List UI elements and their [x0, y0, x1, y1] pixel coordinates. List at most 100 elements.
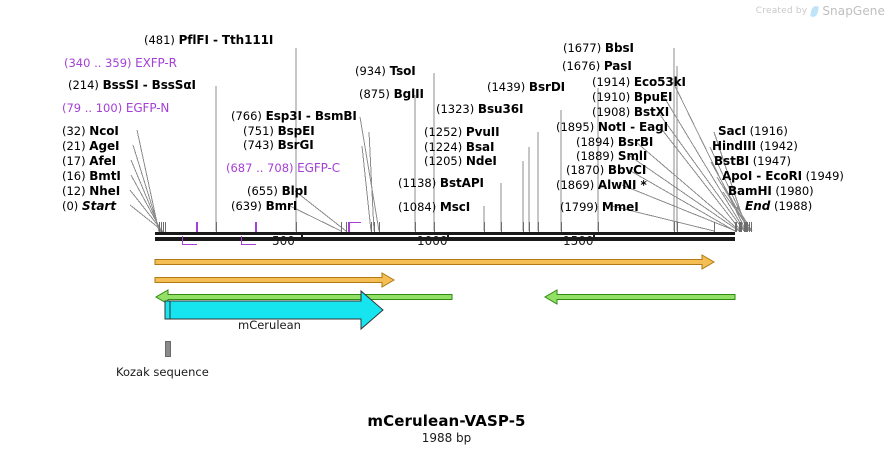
- site-label-bsu36i[interactable]: (1323) Bsu36I: [436, 103, 523, 116]
- feature-arrow-2: [154, 272, 395, 288]
- site-position: (16): [62, 169, 86, 183]
- site-name: NcoI: [89, 124, 119, 138]
- site-label-smli[interactable]: (1889) SmlI: [576, 150, 647, 163]
- site-position: (875): [359, 87, 390, 101]
- site-position: (1677): [563, 41, 602, 55]
- site-label-bstbi[interactable]: BstBI (1947): [714, 155, 791, 168]
- site-name: EGFP-N: [125, 101, 170, 115]
- site-position: (1889): [576, 149, 615, 163]
- snapgene-credit: Created by SnapGene: [756, 4, 885, 18]
- site-label-tsoi[interactable]: (934) TsoI: [355, 65, 416, 78]
- site-label-pasi[interactable]: (1676) PasI: [562, 60, 632, 73]
- site-label-bglii[interactable]: (875) BglII: [359, 88, 424, 101]
- site-label-egfp-c[interactable]: (687 .. 708) EGFP-C: [226, 162, 340, 175]
- site-label-pvuii[interactable]: (1252) PvuII: [424, 126, 500, 139]
- site-label-ndei[interactable]: (1205) NdeI: [424, 155, 497, 168]
- site-label-bmri[interactable]: (639) BmrI: [231, 200, 297, 213]
- site-name: BmrI: [265, 199, 298, 213]
- site-label-eco53ki[interactable]: (1914) Eco53kI: [592, 76, 686, 89]
- kozak-label[interactable]: Kozak sequence: [116, 365, 209, 379]
- site-label-bsrdi[interactable]: (1439) BsrDI: [487, 81, 565, 94]
- site-position: (1870): [566, 163, 605, 177]
- site-name: NheI: [89, 184, 121, 198]
- snapgene-brand: SnapGene: [822, 4, 885, 18]
- site-label-bspei[interactable]: (751) BspEI: [243, 125, 315, 138]
- site-name: BstAPI: [439, 176, 484, 190]
- feature-arrows-layer: [154, 254, 736, 331]
- site-label-blpi[interactable]: (655) BlpI: [247, 185, 308, 198]
- sequence-backbone-bottom[interactable]: [155, 237, 735, 241]
- site-name: PflFI - Tth111I: [178, 33, 274, 47]
- feature-arrow-3: [155, 289, 453, 305]
- site-name: Eco53kI: [633, 75, 686, 89]
- site-position: (1988): [774, 199, 813, 213]
- site-position: (21): [62, 139, 86, 153]
- site-label-end[interactable]: End (1988): [745, 200, 812, 213]
- site-label-bsssi[interactable]: (214) BssSI - BssSαI: [68, 79, 196, 92]
- site-position: (79 .. 100): [62, 101, 123, 115]
- ruler-tick-label-500: 500: [272, 234, 295, 248]
- site-label-nhei[interactable]: (12) NheI: [62, 185, 120, 198]
- site-position: (12): [62, 184, 86, 198]
- feature-label-mcerulean[interactable]: mCerulean: [238, 318, 301, 332]
- feature-arrow-1: [154, 254, 715, 270]
- site-name: PasI: [603, 59, 632, 73]
- site-label-alwni[interactable]: (1869) AlwNI *: [556, 179, 647, 192]
- site-tick: [346, 222, 347, 232]
- primer-bracket-exfp-r: [241, 236, 256, 245]
- site-name: BstBI: [714, 154, 750, 168]
- site-label-bsrbi[interactable]: (1894) BsrBI: [576, 136, 653, 149]
- site-label-pflfi[interactable]: (481) PflFI - Tth111I: [144, 34, 273, 47]
- site-label-bpuei[interactable]: (1910) BpuEI: [592, 91, 672, 104]
- site-label-bstxi[interactable]: (1908) BstXI: [592, 106, 669, 119]
- site-label-afei[interactable]: (17) AfeI: [62, 155, 116, 168]
- site-label-exfp-r[interactable]: (340 .. 359) EXFP-R: [64, 57, 177, 70]
- site-name: AgeI: [89, 139, 120, 153]
- site-position: (340 .. 359): [64, 56, 132, 70]
- site-label-saci[interactable]: SacI (1916): [718, 125, 788, 138]
- site-tick: [415, 222, 416, 232]
- ruler-tick-mark: [593, 233, 595, 241]
- ruler-tick-mark: [447, 233, 449, 241]
- site-label-bsai[interactable]: (1224) BsaI: [424, 141, 494, 154]
- site-label-mmei[interactable]: (1799) MmeI: [560, 201, 639, 214]
- site-label-bstapi[interactable]: (1138) BstAPI: [398, 177, 484, 190]
- site-label-apoi[interactable]: ApoI - EcoRI (1949): [722, 170, 844, 183]
- site-label-noti[interactable]: (1895) NotI - EagI: [556, 121, 668, 134]
- site-tick: [561, 222, 562, 232]
- site-name: BamHI: [728, 184, 772, 198]
- site-label-msci[interactable]: (1084) MscI: [398, 201, 470, 214]
- sequence-backbone-top[interactable]: [155, 232, 735, 235]
- site-position: (1084): [398, 200, 437, 214]
- site-label-hindiii[interactable]: HindIII (1942): [712, 140, 798, 153]
- site-label-esp3i[interactable]: (766) Esp3I - BsmBI: [231, 110, 357, 123]
- site-position: (655): [247, 184, 278, 198]
- site-label-bmti[interactable]: (16) BmtI: [62, 170, 121, 183]
- site-label-bbvci[interactable]: (1870) BbvCI: [566, 164, 646, 177]
- site-label-ncoi[interactable]: (32) NcoI: [62, 125, 119, 138]
- site-name: SmlI: [617, 149, 648, 163]
- site-tick: [163, 222, 164, 232]
- site-position: (1908): [592, 105, 631, 119]
- site-name: BsrGI: [277, 138, 314, 152]
- credit-text: Created by: [755, 6, 808, 16]
- site-position: (1252): [424, 125, 463, 139]
- plasmid-length: 1988 bp: [421, 431, 472, 445]
- site-tick: [379, 222, 380, 232]
- site-label-bamhi[interactable]: BamHI (1980): [728, 185, 814, 198]
- site-label-agei[interactable]: (21) AgeI: [62, 140, 119, 153]
- site-name: AlwNI *: [597, 178, 647, 192]
- site-position: (1799): [560, 200, 599, 214]
- site-label-bsrgi[interactable]: (743) BsrGI: [243, 139, 314, 152]
- site-name: MmeI: [601, 200, 639, 214]
- site-label-egfp-n[interactable]: (79 .. 100) EGFP-N: [62, 102, 169, 115]
- site-position: (214): [68, 78, 99, 92]
- site-position: (1949): [805, 169, 844, 183]
- site-name: EXFP-R: [135, 56, 177, 70]
- kozak-marker-icon[interactable]: [165, 341, 171, 357]
- site-label-bbsi[interactable]: (1677) BbsI: [563, 42, 634, 55]
- site-label-start[interactable]: (0) Start: [62, 200, 116, 213]
- site-tick: [751, 222, 752, 232]
- site-position: (934): [355, 64, 386, 78]
- site-tick: [523, 222, 524, 232]
